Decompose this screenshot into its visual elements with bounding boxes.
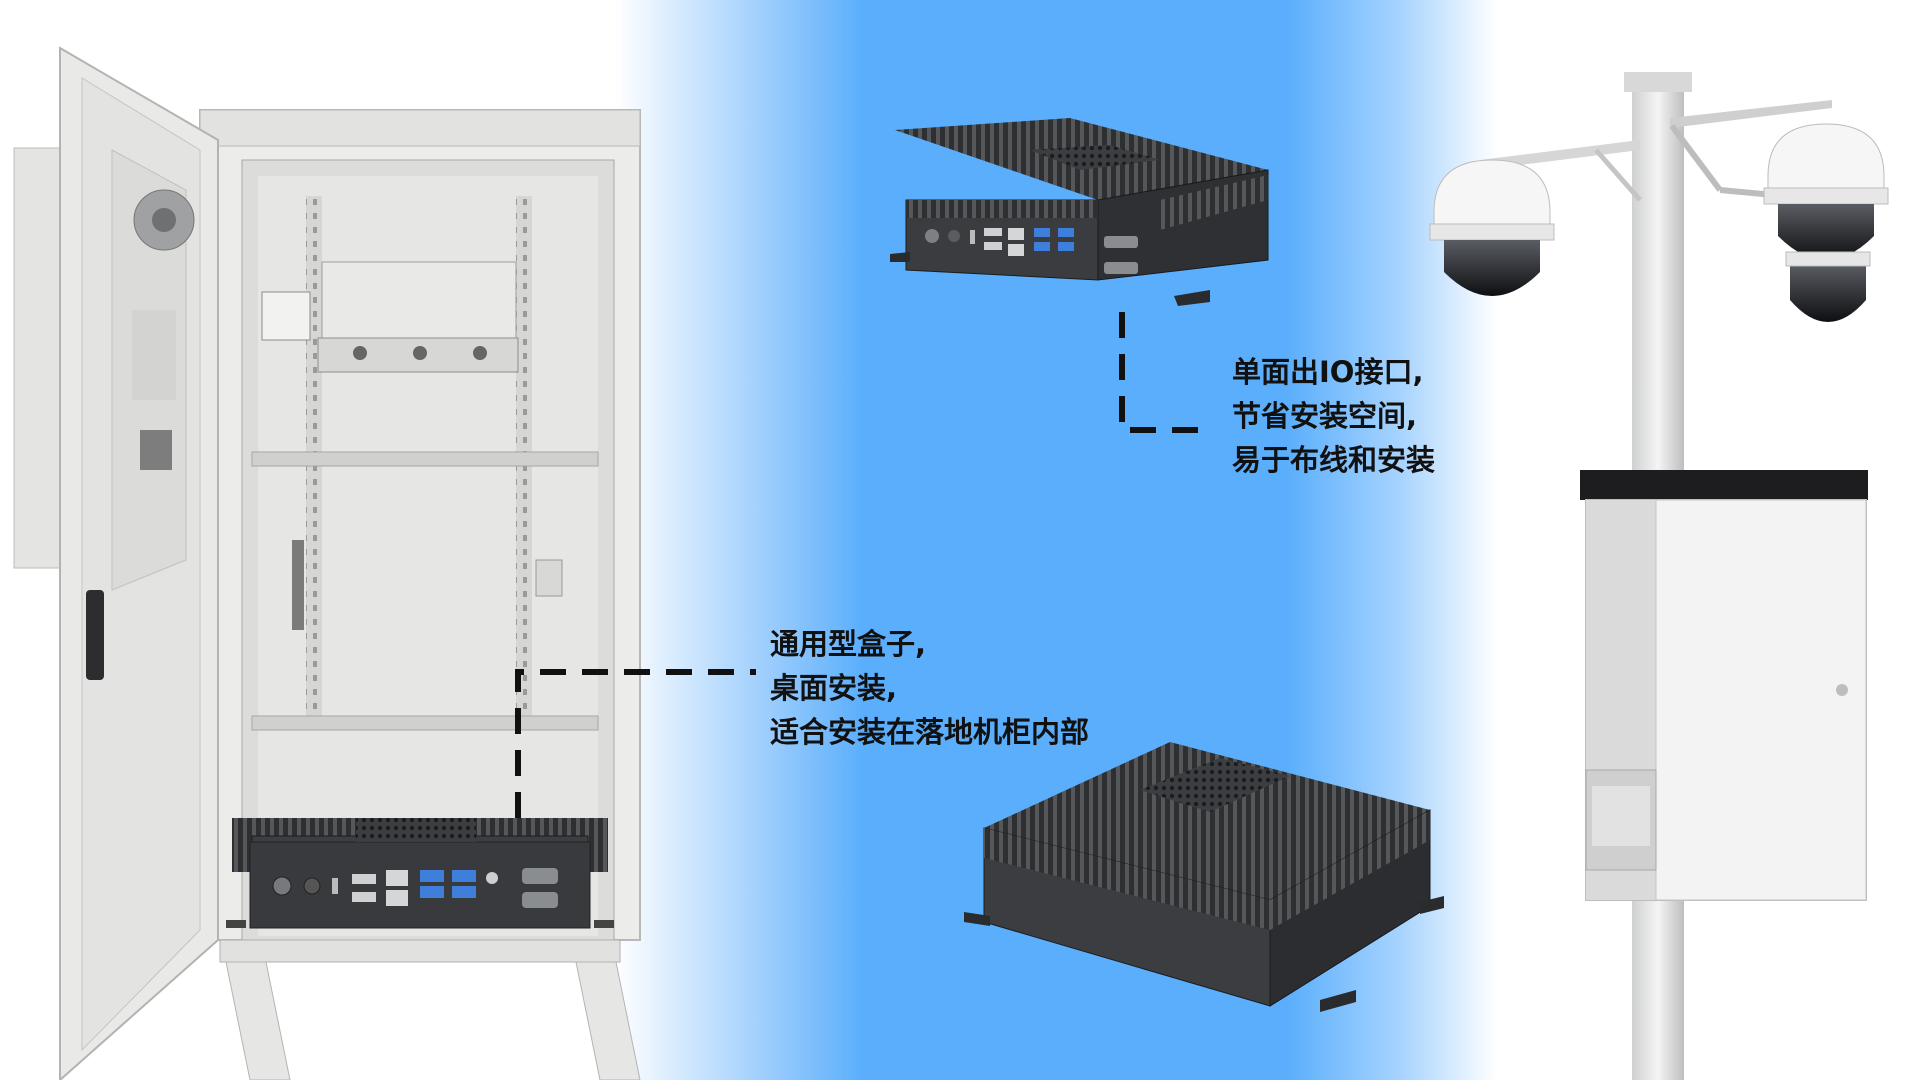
camera-pole	[1429, 72, 1889, 1080]
leader-line-middle	[515, 669, 756, 818]
box-pc-top	[890, 118, 1269, 306]
leader-line-top	[1119, 312, 1200, 433]
caption-top-line-1: 单面出IO接口,	[1232, 355, 1424, 389]
caption-middle-line-1: 通用型盒子,	[770, 627, 927, 661]
box-pc-bottom	[964, 742, 1444, 1012]
caption-top-line-2: 节省安装空间,	[1232, 399, 1418, 433]
caption-middle-line-2: 桌面安装,	[770, 671, 898, 705]
box-pc-in-cabinet	[226, 818, 614, 929]
caption-middle-left: 通用型盒子, 桌面安装, 适合安装在落地机柜内部	[770, 622, 1089, 754]
caption-top-line-3: 易于布线和安装	[1232, 443, 1436, 477]
caption-top-right: 单面出IO接口, 节省安装空间, 易于布线和安装	[1232, 350, 1435, 482]
caption-middle-line-3: 适合安装在落地机柜内部	[770, 715, 1090, 749]
floor-cabinet	[13, 46, 641, 1080]
